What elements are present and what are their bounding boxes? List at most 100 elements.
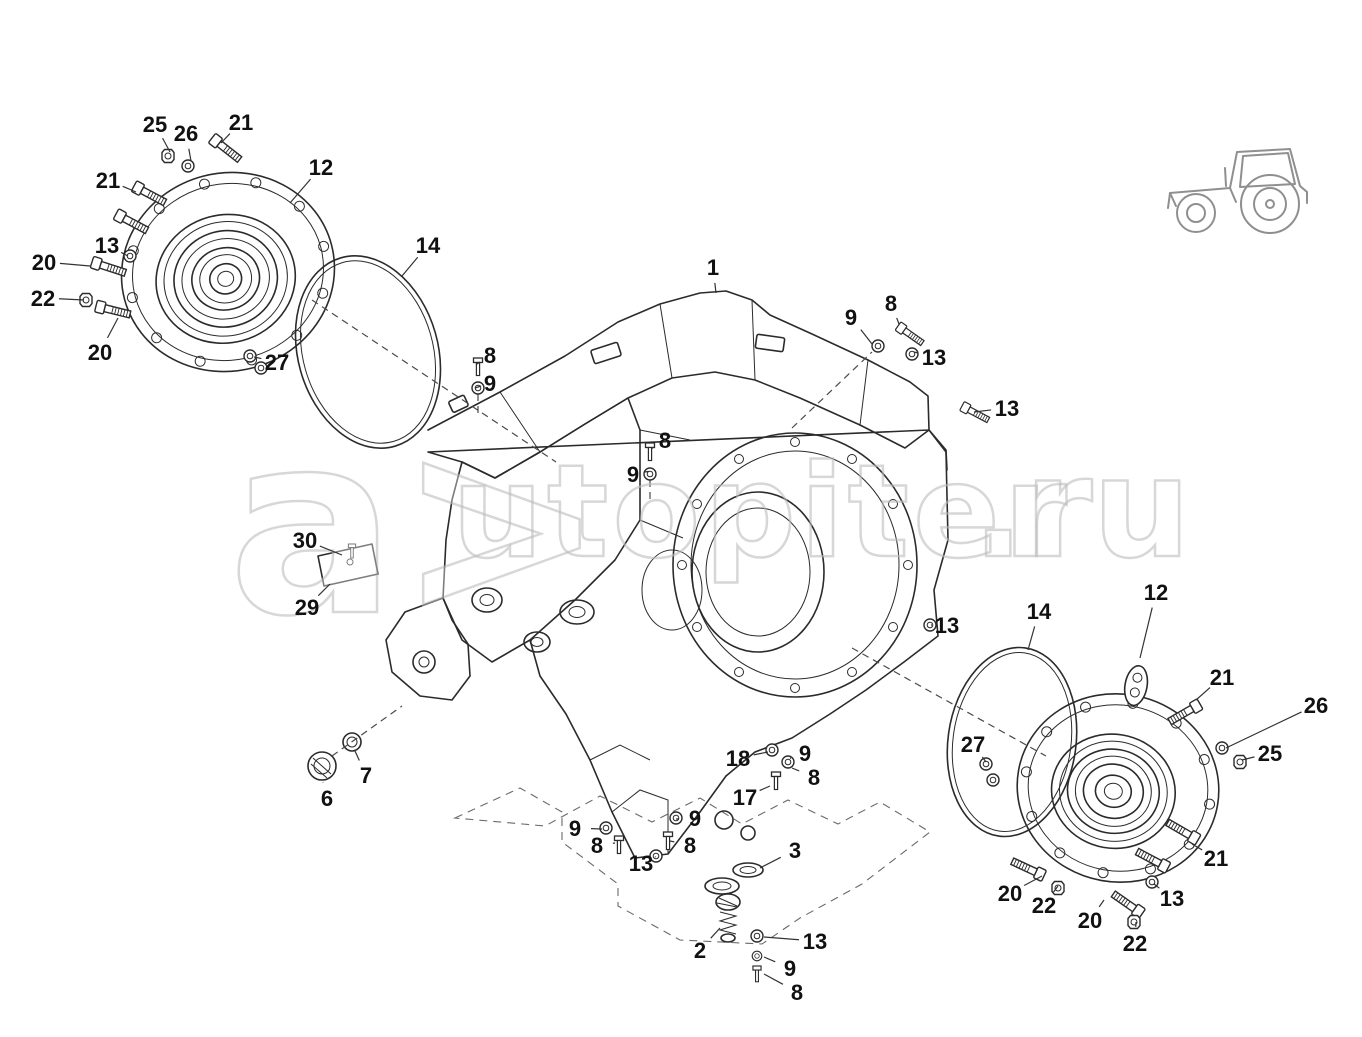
callout-leader-line: [162, 137, 171, 153]
callout-leader-line: [710, 927, 721, 939]
callout-13: 13: [629, 851, 653, 876]
callout-8: 8: [808, 765, 820, 790]
callout-29: 29: [295, 595, 319, 620]
callout-leader-line: [1153, 883, 1160, 889]
callout-leader-line: [1191, 843, 1203, 851]
right-cover-top-tab: [1123, 664, 1149, 707]
washer-27: [243, 349, 257, 363]
callout-leader-line: [763, 973, 784, 985]
bottom-small-parts: [599, 743, 795, 983]
breather-2: [715, 893, 741, 943]
drum-bolt-holes: [677, 437, 913, 693]
ring-3: [732, 862, 764, 878]
callout-20: 20: [32, 250, 56, 275]
callout-22: 22: [1032, 893, 1056, 918]
callout-8: 8: [791, 980, 803, 1005]
callout-leader-line: [220, 133, 231, 144]
callout-12: 12: [1144, 580, 1168, 605]
bolt-8: [472, 357, 484, 377]
callout-9: 9: [569, 816, 581, 841]
callout-leader-line: [1225, 711, 1302, 749]
callout-leader-line: [474, 385, 482, 389]
callout-21: 21: [229, 110, 253, 135]
callout-leader-line: [1195, 687, 1211, 701]
callout-leader-line: [753, 751, 769, 756]
callout-20: 20: [88, 340, 112, 365]
callout-9: 9: [784, 956, 796, 981]
callout-leader-line: [106, 317, 119, 339]
right-cover-bearing-rings: [1050, 733, 1177, 850]
callout-leader-line: [651, 446, 655, 450]
nut-25: [161, 148, 175, 164]
callout-25: 25: [1258, 741, 1282, 766]
main-housing-body: [385, 290, 949, 859]
callout-leader-line: [763, 956, 776, 963]
callout-3: 3: [789, 838, 801, 863]
callout-27: 27: [265, 350, 289, 375]
callout-13: 13: [935, 613, 959, 638]
callout-13: 13: [995, 396, 1019, 421]
callout-14: 14: [1027, 599, 1052, 624]
callout-leader-line: [319, 545, 343, 556]
washer-13: [905, 347, 919, 361]
callout-21: 21: [1210, 665, 1234, 690]
callout-30: 30: [293, 528, 317, 553]
callout-leader-line: [1241, 756, 1255, 761]
washer-9: [669, 811, 683, 825]
washer-9: [781, 755, 795, 769]
callout-leader-line: [317, 583, 331, 597]
washer-27: [979, 757, 993, 771]
top-right-assembly-axis: [791, 351, 873, 429]
left-side-cover: [120, 171, 336, 373]
plug-axis: [331, 705, 403, 757]
right-o-ring: [946, 646, 1078, 838]
washer-27: [986, 773, 1000, 787]
label-plate-29: [317, 543, 379, 587]
callout-leader-line: [59, 262, 91, 267]
callout-18: 18: [726, 746, 750, 771]
callout-leader-line: [354, 750, 360, 761]
callout-leader-line: [669, 840, 675, 843]
right-assembly-axis: [851, 647, 1047, 757]
callout-2: 2: [694, 938, 706, 963]
callout-8: 8: [885, 291, 897, 316]
callout-20: 20: [998, 881, 1022, 906]
callout-26: 26: [174, 121, 198, 146]
callout-leader-line: [1053, 885, 1059, 893]
o-ring-7: [342, 732, 362, 752]
washer-13: [750, 929, 764, 943]
callout-17: 17: [733, 785, 757, 810]
bolt-20: [1109, 888, 1147, 920]
washer-13: [123, 249, 137, 263]
callout-leader-line: [763, 936, 800, 941]
callout-leader-line: [759, 785, 771, 792]
callout-leader-line: [401, 256, 419, 277]
left-cover-bearing-rings: [155, 213, 297, 345]
seal-ring: [714, 810, 734, 830]
washer-18: [765, 743, 779, 757]
callout-9: 9: [627, 462, 639, 487]
callout-6: 6: [321, 786, 333, 811]
tractor-icon: [1167, 148, 1308, 234]
callout-leader-line: [120, 251, 129, 257]
callout-8: 8: [684, 833, 696, 858]
callout-leader-line: [1139, 607, 1153, 659]
bolt-21: [130, 180, 169, 209]
nut-25: [1233, 754, 1247, 770]
callout-8: 8: [659, 428, 671, 453]
callout-leader-line: [122, 185, 137, 193]
callout-13: 13: [922, 345, 946, 370]
ring-3-inner: [739, 866, 757, 874]
bolt-8: [752, 965, 762, 983]
callout-8: 8: [484, 343, 496, 368]
callout-leader-line: [1098, 899, 1105, 908]
callout-leader-line: [289, 178, 312, 204]
callout-21: 21: [96, 168, 120, 193]
right-side-cover: [1016, 664, 1220, 884]
callout-leader-line: [791, 767, 800, 772]
watermark-suffix: .ru: [972, 428, 1191, 589]
left-assembly-axis: [311, 299, 557, 463]
callout-leader-line: [973, 409, 992, 413]
